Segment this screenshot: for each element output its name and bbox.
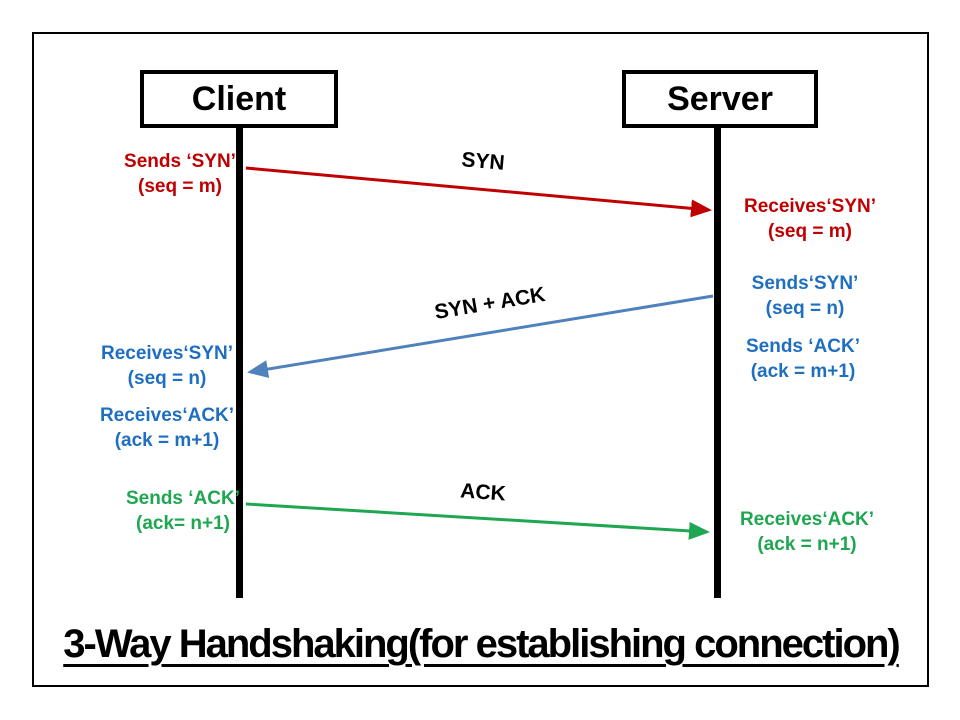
client-sends-syn-note: Sends ‘SYN’ (seq = m) [75,149,285,199]
note-line: Receives‘ACK’ [739,509,875,530]
note-line: (seq = n) [765,298,845,319]
server-sends-ack-note: Sends ‘ACK’ (ack = m+1) [698,334,908,384]
note-line: (ack = m+1) [114,430,220,451]
note-line: (seq = n) [127,368,207,389]
server-receives-syn-note: Receives‘SYN’ (seq = m) [705,194,915,244]
server-lifeline [714,124,721,598]
note-line: Sends ‘SYN’ [124,151,236,172]
syn-arrow [245,166,712,218]
client-lifeline [236,124,243,598]
actor-label-server: Server [667,79,773,118]
server-sends-syn-note: Sends‘SYN’ (seq = n) [700,271,910,321]
note-line: Sends‘SYN’ [751,273,859,294]
note-line: (seq = m) [768,221,852,242]
slide-frame [32,32,929,687]
diagram-title: 3-Way Handshaking(for establishing conne… [63,622,901,666]
note-line: Receives‘SYN’ [100,343,234,364]
ack-arrow [245,502,710,540]
actor-box-server: Server [622,70,818,128]
note-line: (ack = m+1) [750,361,856,382]
client-receives-syn-note: Receives‘SYN’ (seq = n) [62,341,272,391]
note-line: (ack= n+1) [136,513,230,534]
syn-ack-arrow [247,294,714,378]
client-receives-ack-note: Receives‘ACK’ (ack = m+1) [62,403,272,453]
note-line: Sends ‘ACK’ [745,336,861,357]
note-line: (seq = m) [138,176,222,197]
note-line: Receives‘ACK’ [99,405,235,426]
note-line: (ack = n+1) [757,534,857,555]
actor-label-client: Client [191,79,287,118]
note-line: Receives‘SYN’ [743,196,877,217]
client-sends-ack-note: Sends ‘ACK’ (ack= n+1) [78,486,288,536]
note-line: Sends ‘ACK’ [125,488,241,509]
server-receives-ack-note: Receives‘ACK’ (ack = n+1) [702,507,912,557]
actor-box-client: Client [140,70,338,128]
